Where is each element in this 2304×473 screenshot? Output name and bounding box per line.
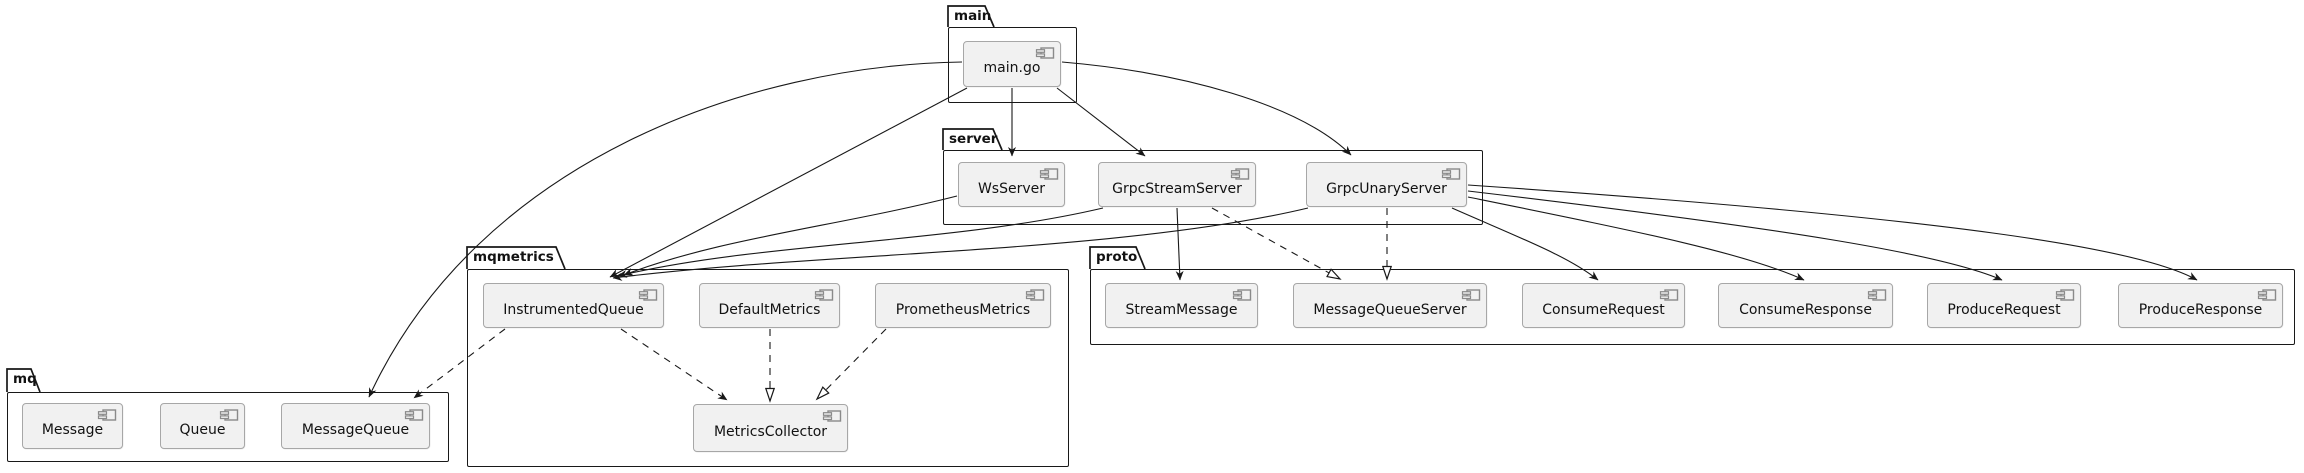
component-messagequeue: MessageQueue <box>281 403 430 449</box>
edge-prometheusmetrics-metricscollector <box>817 328 887 399</box>
edge-grpcstream-instrumentedq <box>617 207 1104 278</box>
package-label-server: server <box>949 131 998 147</box>
component-streammessage: StreamMessage <box>1105 283 1258 328</box>
component-produceresponse: ProduceResponse <box>2118 283 2283 328</box>
component-messagequeueserver: MessageQueueServer <box>1293 283 1487 328</box>
component-icon <box>404 409 424 421</box>
component-instrumentedqueue: InstrumentedQueue <box>483 283 664 328</box>
component-icon <box>822 410 842 422</box>
edge-maingo-instrumentedq <box>609 87 968 278</box>
edge-grpcunary-consumeresponse <box>1467 196 1805 281</box>
component-icon <box>814 289 834 301</box>
component-label: ConsumeResponse <box>1739 301 1872 318</box>
component-prometheusmetrics: PrometheusMetrics <box>875 283 1051 328</box>
component-label: MetricsCollector <box>713 424 828 440</box>
component-icon <box>2055 289 2075 301</box>
edge-instrumentedq-messagequeue <box>413 328 506 399</box>
component-main-go: main.go <box>963 41 1061 87</box>
package-proto <box>1090 269 2295 345</box>
component-icon <box>2257 289 2277 301</box>
component-label: Message <box>41 422 104 438</box>
component-label: MessageQueueServer <box>1313 301 1467 318</box>
package-mq <box>7 392 449 462</box>
package-label-mq: mq <box>13 371 37 387</box>
component-producerequest: ProduceRequest <box>1927 283 2081 328</box>
component-message: Message <box>22 403 123 449</box>
component-consumerequest: ConsumeRequest <box>1522 283 1685 328</box>
component-label: InstrumentedQueue <box>503 301 644 318</box>
component-metricscollector: MetricsCollector <box>693 404 848 452</box>
component-grpcunaryserver: GrpcUnaryServer <box>1306 162 1467 207</box>
component-icon <box>1659 289 1679 301</box>
package-tabs <box>6 5 1146 393</box>
edge-maingo-messagequeue <box>368 61 963 398</box>
component-icon <box>97 409 117 421</box>
component-label: ProduceResponse <box>2138 301 2263 318</box>
component-label: WsServer <box>977 180 1046 197</box>
edge-grpcunary-producerequest <box>1467 190 2003 281</box>
package-label-mqmetrics: mqmetrics <box>473 249 554 265</box>
component-icon <box>1035 47 1055 59</box>
package-server <box>943 150 1483 225</box>
component-label: ProduceRequest <box>1947 301 2061 318</box>
component-label: GrpcUnaryServer <box>1326 180 1447 197</box>
edge-maingo-grpcstream <box>1056 87 1146 157</box>
component-icon <box>1039 168 1059 180</box>
component-label: GrpcStreamServer <box>1112 180 1242 197</box>
component-queue: Queue <box>160 403 245 449</box>
component-label: MessageQueue <box>301 422 410 438</box>
component-icon <box>219 409 239 421</box>
package-label-proto: proto <box>1096 249 1138 265</box>
component-label: main.go <box>983 60 1041 76</box>
package-label-main: main <box>954 8 992 24</box>
component-icon <box>1461 289 1481 301</box>
edge-grpcstream-messagequeueserver <box>1211 207 1340 279</box>
component-icon <box>1441 168 1461 180</box>
edge-instrumentedq-metricscollector <box>620 328 728 401</box>
package-mqmetrics <box>467 269 1069 467</box>
component-grpcstreamserver: GrpcStreamServer <box>1098 162 1256 207</box>
edge-grpcunary-instrumentedq <box>612 207 1309 281</box>
component-label: PrometheusMetrics <box>895 301 1031 318</box>
component-label: ConsumeRequest <box>1542 301 1665 318</box>
component-icon <box>1025 289 1045 301</box>
component-icon <box>1230 168 1250 180</box>
edge-wsserver-instrumentedq <box>623 195 958 276</box>
component-icon <box>1867 289 1887 301</box>
component-label: DefaultMetrics <box>718 301 821 318</box>
component-label: Queue <box>179 422 226 438</box>
component-consumeresponse: ConsumeResponse <box>1718 283 1893 328</box>
component-icon <box>1232 289 1252 301</box>
edge-grpcunary-produceresponse <box>1467 184 2198 281</box>
edge-maingo-grpcunary <box>1061 61 1352 156</box>
component-wsserver: WsServer <box>958 162 1065 207</box>
edge-grpcunary-consumerequest <box>1451 207 1599 281</box>
edge-grpcstream-streammessage <box>1175 207 1184 281</box>
component-label: StreamMessage <box>1125 301 1238 318</box>
component-icon <box>638 289 658 301</box>
component-defaultmetrics: DefaultMetrics <box>699 283 840 328</box>
